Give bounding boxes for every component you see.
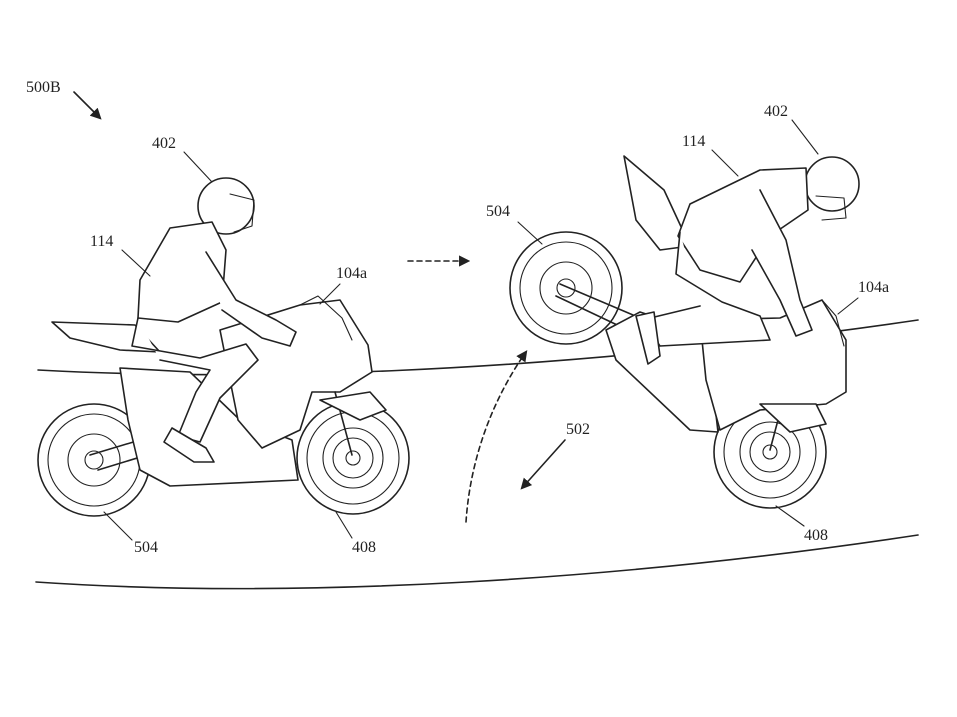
ground-label-arrow: [520, 439, 566, 490]
left-rider-boot: [163, 427, 215, 463]
label-right-rider: 402: [764, 103, 788, 120]
leader-left-rider: [183, 151, 213, 183]
right-rider: [635, 156, 860, 365]
right-visor: [815, 195, 847, 221]
label-left-front: 104a: [336, 265, 367, 282]
leader-left-rear-wheel: [103, 511, 133, 541]
leader-right-seat: [711, 149, 739, 177]
reference-labels: 402 114 104a 504 408 502 504 114 402 104…: [90, 103, 889, 556]
leader-left-seat: [121, 249, 151, 277]
figure-label-arrow: [73, 91, 102, 120]
left-rider-arm: [205, 251, 297, 347]
leader-right-rider: [791, 119, 819, 155]
left-fairing: [219, 299, 373, 449]
left-windscreen: [299, 295, 353, 341]
motion-arrow-curved: [465, 350, 528, 523]
right-windscreen: [821, 299, 845, 347]
left-front-fender: [319, 391, 387, 421]
right-rider-boot: [635, 311, 661, 365]
right-rear-wheel: [509, 231, 623, 345]
label-right-front: 104a: [858, 279, 889, 296]
label-left-rider: 402: [152, 135, 176, 152]
left-rider-torso: [137, 221, 227, 323]
road-lower-edge: [35, 534, 919, 590]
label-left-rear-wheel: 504: [134, 539, 158, 556]
left-rider: [131, 177, 297, 463]
leader-left-front-wheel: [335, 511, 353, 539]
left-visor: [229, 193, 255, 233]
figure-label: 500B: [26, 79, 61, 96]
leader-right-front: [837, 297, 859, 315]
leader-left-front: [319, 283, 341, 305]
left-rider-leg: [131, 317, 259, 443]
label-right-front-wheel: 408: [804, 527, 828, 544]
label-right-seat: 114: [682, 133, 705, 150]
label-right-rear-wheel: 504: [486, 203, 510, 220]
right-tail: [623, 155, 691, 251]
right-rider-arm: [751, 189, 813, 337]
label-left-front-wheel: 408: [352, 539, 376, 556]
right-motorcycle: [509, 155, 860, 509]
left-motorcycle: [37, 177, 410, 517]
leader-right-front-wheel: [775, 505, 805, 527]
label-ground: 502: [566, 421, 590, 438]
left-front-wheel: [296, 401, 410, 515]
label-left-seat: 114: [90, 233, 113, 250]
right-front-fender: [759, 403, 827, 433]
leader-right-rear-wheel: [517, 221, 543, 245]
